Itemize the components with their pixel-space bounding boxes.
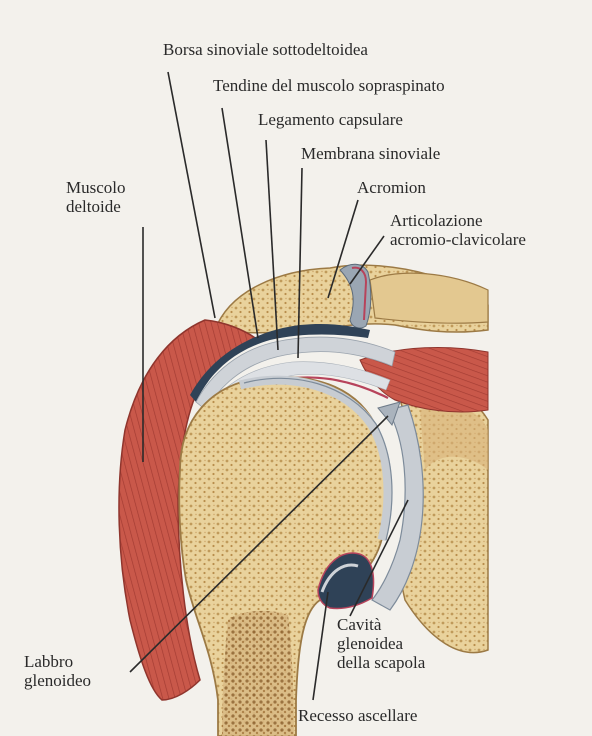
label-cavita-line1: Cavità [337, 615, 425, 634]
leader-recesso [313, 592, 328, 700]
humerus-marrow [222, 611, 294, 736]
label-acromion: Acromion [357, 178, 426, 197]
label-borsa-sinoviale: Borsa sinoviale sottodeltoidea [163, 40, 368, 59]
label-tendine-sopraspinato: Tendine del muscolo sopraspinato [213, 76, 445, 95]
label-deltoide-line2: deltoide [66, 197, 126, 216]
label-articolazione-line2: acromio-clavicolare [390, 230, 526, 249]
label-cavita-glenoidea: Cavità glenoidea della scapola [337, 615, 425, 672]
label-muscolo-deltoide: Muscolo deltoide [66, 178, 126, 216]
label-cavita-line2: glenoidea [337, 634, 425, 653]
label-articolazione: Articolazione acromio-clavicolare [390, 211, 526, 249]
label-labbro-line2: glenoideo [24, 671, 91, 690]
label-recesso-ascellare: Recesso ascellare [298, 706, 417, 725]
label-membrana-sinoviale: Membrana sinoviale [301, 144, 440, 163]
clavicle-bone [370, 273, 488, 323]
label-labbro-line1: Labbro [24, 652, 91, 671]
label-labbro-glenoideo: Labbro glenoideo [24, 652, 91, 690]
label-articolazione-line1: Articolazione [390, 211, 526, 230]
label-cavita-line3: della scapola [337, 653, 425, 672]
leader-borsa [168, 72, 215, 318]
label-deltoide-line1: Muscolo [66, 178, 126, 197]
label-legamento-capsulare: Legamento capsulare [258, 110, 403, 129]
